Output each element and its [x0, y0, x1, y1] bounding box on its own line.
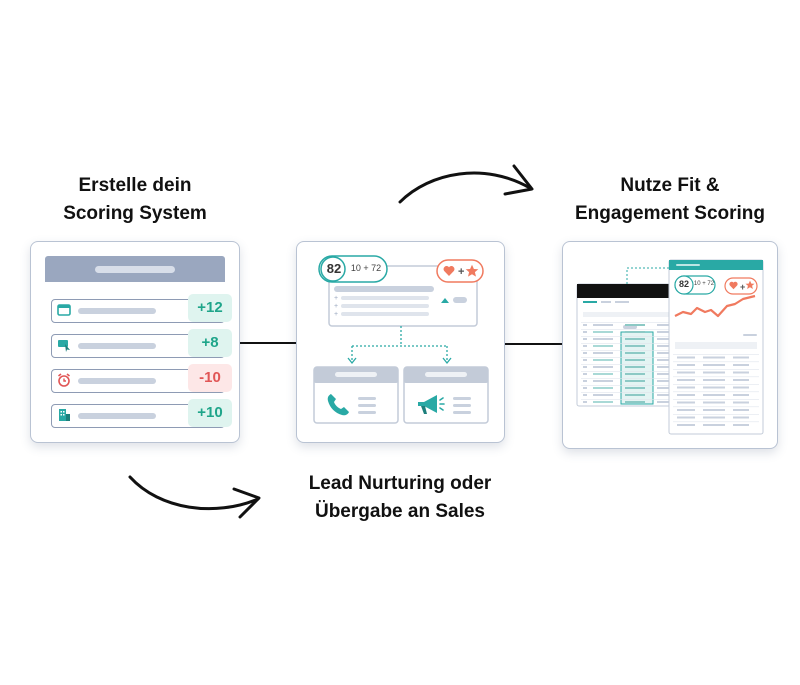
caption-lead-nurturing: Lead Nurturing oder Übergabe an Sales — [270, 470, 530, 526]
lead-score-total: 82 — [326, 261, 342, 276]
score-badge: +8 — [188, 329, 232, 357]
lead-score-breakdown: 10 + 72 — [350, 263, 382, 273]
caption-line: Scoring System — [63, 203, 207, 224]
scoring-card-header — [45, 256, 225, 282]
cursor-click-icon — [57, 338, 71, 352]
caption-line: Engagement Scoring — [574, 203, 766, 224]
curved-arrow-top — [398, 164, 534, 204]
score-badge: -10 — [188, 364, 232, 392]
dashboard-score-total: 82 — [678, 279, 689, 289]
connector-line-left — [239, 342, 297, 344]
svg-text:+: + — [334, 303, 338, 310]
fit-engagement-illustration: + — [576, 259, 764, 435]
scoring-system-panel: +12 +8 -10 +10 — [30, 241, 240, 443]
lead-routing-panel: + + + + 82 10 + 72 — [296, 241, 505, 443]
svg-text:+: + — [458, 266, 464, 278]
caption-line: Übergabe an Sales — [314, 501, 486, 522]
caption-fit-engagement: Nutze Fit & Engagement Scoring — [545, 172, 795, 228]
building-icon — [57, 408, 71, 422]
megaphone-icon — [418, 395, 445, 414]
caption-line: Erstelle dein — [78, 175, 192, 196]
scoring-card: +12 +8 -10 +10 — [45, 256, 232, 428]
scoring-rule-row: +12 — [51, 294, 232, 323]
browser-window-icon — [57, 303, 71, 317]
curved-arrow-bottom — [128, 475, 261, 519]
caption-create-scoring-system: Erstelle dein Scoring System — [20, 172, 250, 228]
caption-line: Nutze Fit & — [620, 175, 720, 196]
heart-icon — [729, 281, 738, 290]
score-badge: +12 — [188, 294, 232, 322]
star-icon — [745, 280, 755, 289]
fit-engagement-panel: + 82 10 + 72 — [562, 241, 778, 449]
star-icon — [465, 264, 479, 277]
caption-line: Lead Nurturing oder — [308, 473, 492, 494]
alarm-clock-icon — [57, 373, 71, 387]
scoring-rule-row: -10 — [51, 364, 232, 393]
svg-text:+: + — [740, 282, 745, 292]
dashboard-score-breakdown: 10 + 72 — [693, 281, 715, 287]
heart-icon — [443, 266, 455, 276]
svg-text:+: + — [334, 295, 338, 302]
score-badge: +10 — [188, 399, 232, 427]
connector-line-right — [503, 343, 563, 345]
scoring-rule-row: +8 — [51, 329, 232, 358]
scoring-rule-row: +10 — [51, 399, 232, 428]
phone-icon — [327, 394, 349, 416]
svg-text:+: + — [334, 311, 338, 318]
